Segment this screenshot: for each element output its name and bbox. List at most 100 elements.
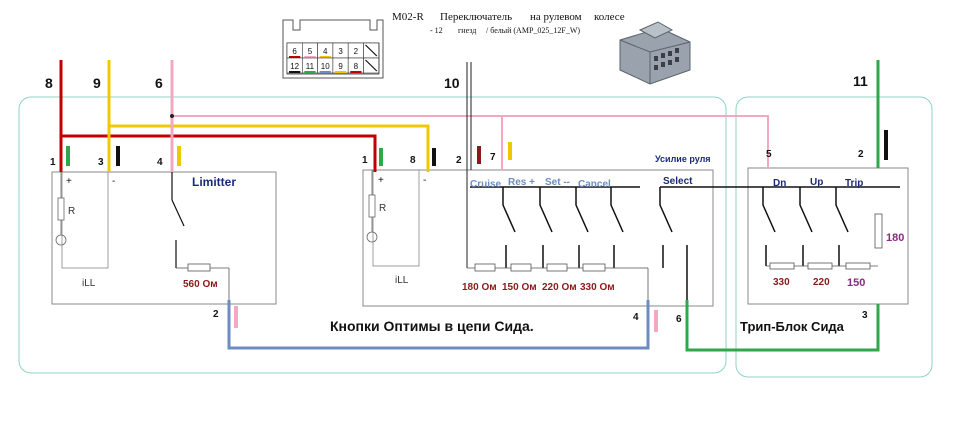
- left-pin-3: 3: [98, 157, 104, 168]
- trip-pin-3: 3: [862, 310, 868, 321]
- left-block: 1 3 4 + - R iLL Limitter 560 Ом 2: [50, 157, 236, 320]
- amp-label: Усилие руля: [655, 154, 711, 164]
- marker-black-3: [116, 146, 120, 166]
- left-switch-box: [51, 171, 277, 305]
- pinmap-top-pin-color: [289, 56, 301, 58]
- switch-set: [575, 187, 589, 233]
- left-res-value: 560 Ом: [183, 279, 218, 290]
- left-resistor: [57, 197, 65, 221]
- pinmap-top-pin-color: [304, 56, 316, 58]
- header-title-3: колесе: [594, 11, 625, 23]
- pinmap-bottom-pin-color: [334, 71, 347, 73]
- pinmap-top-pin-color: [319, 56, 331, 58]
- trip-caption: Трип-Блок Сида: [740, 319, 845, 334]
- left-minus: -: [112, 176, 115, 187]
- btn-cruise-label: Cruise: [470, 179, 502, 190]
- res-330: [582, 263, 606, 272]
- optima-caption: Кнопки Оптимы в цепи Сида.: [330, 318, 534, 334]
- pinmap-bottom-pin-color: [319, 71, 331, 73]
- trip-res-330-label: 330: [773, 277, 790, 288]
- left-pin-1: 1: [50, 157, 56, 168]
- pinmap-top-pin-label: 2: [354, 47, 359, 56]
- mid-pin-8: 8: [410, 155, 416, 166]
- trip-res-180-label: 180: [886, 232, 904, 244]
- trip-frame: [735, 96, 933, 378]
- header-subtitle: - 12: [430, 26, 443, 35]
- wire-8-bus: [61, 134, 377, 172]
- pinmap-bottom-pin-label: 9: [338, 62, 343, 71]
- pinmap-bottom-pin-color: [350, 71, 362, 73]
- mid-resistor-label: R: [379, 203, 386, 214]
- pinmap-top-pin-label: 5: [308, 47, 313, 56]
- pinmap-bottom-pin-label: 8: [354, 62, 359, 71]
- switch-select: [659, 187, 673, 233]
- left-lamp-icon: [55, 234, 67, 246]
- mid-plus: +: [378, 175, 384, 186]
- trip-block: 5 2 Dn Up Trip 330 220 150 180 3 6 Трип-…: [676, 149, 904, 334]
- marker-yellow-mid: [508, 142, 512, 160]
- pinmap-bottom-pin-color: [304, 71, 316, 73]
- res-150-label: 150 Ом: [502, 282, 537, 293]
- left-plus: +: [66, 176, 72, 187]
- trip-res-180: [874, 213, 883, 249]
- mid-ill-label: iLL: [395, 275, 409, 286]
- wire-number-9: 9: [93, 75, 101, 91]
- btn-trip-label: Trip: [845, 178, 863, 189]
- marker-maroon-7: [477, 146, 481, 164]
- wire-number-11: 11: [853, 73, 868, 89]
- header-title-2: на рулевом: [530, 11, 582, 23]
- mid-pin-7: 7: [490, 152, 496, 163]
- wire-6-bus: [172, 115, 769, 168]
- wire-green-loop: [685, 300, 880, 352]
- res-220: [546, 263, 568, 272]
- trip-res-330: [769, 262, 795, 270]
- res-180-label: 180 Ом: [462, 282, 497, 293]
- wire-number-10: 10: [444, 75, 460, 91]
- marker-pink-4: [654, 310, 658, 332]
- marker-black-trip: [884, 130, 888, 160]
- connector-icon: [619, 21, 691, 85]
- middle-ill-box: [372, 169, 420, 267]
- res-180: [474, 263, 496, 272]
- trip-res-220: [807, 262, 833, 270]
- mid-resistor: [368, 194, 376, 218]
- limitter-label: Limitter: [192, 175, 236, 189]
- res-220-label: 220 Ом: [542, 282, 577, 293]
- left-resistor-label: R: [68, 206, 75, 217]
- switch-res: [539, 187, 553, 233]
- wire-blue-loop: [227, 300, 650, 350]
- left-ill-label: iLL: [82, 278, 96, 289]
- marker-green-1: [66, 146, 70, 166]
- header-subtitle-3: / белый (AMP_025_12F_W): [486, 26, 580, 35]
- left-pin-2: 2: [213, 309, 219, 320]
- switch-cruise: [502, 187, 516, 233]
- switch-up: [799, 187, 813, 233]
- mid-pin-4: 4: [633, 312, 639, 323]
- pinmap-top-pin-label: 6: [292, 47, 297, 56]
- trip-switch-box: [747, 167, 909, 305]
- wire-9-bus: [109, 124, 430, 172]
- wire-number-6: 6: [155, 75, 163, 91]
- marker-black-mid-8: [432, 148, 436, 166]
- mid-pin-2: 2: [456, 155, 462, 166]
- switch-dn: [762, 187, 776, 233]
- header: M02-R Переключатель на рулевом колесе - …: [392, 11, 625, 35]
- res-330-label: 330 Ом: [580, 282, 615, 293]
- pinmap-bottom-pin-label: 12: [290, 62, 299, 71]
- trip-res-220-label: 220: [813, 277, 830, 288]
- mid-pin-1: 1: [362, 155, 368, 166]
- marker-green-mid-1: [379, 148, 383, 166]
- btn-select-label: Select: [663, 176, 693, 187]
- res-150: [510, 263, 532, 272]
- trip-res-150: [845, 262, 871, 270]
- switch-trip: [835, 187, 849, 233]
- left-pin-4: 4: [157, 157, 163, 168]
- btn-up-label: Up: [810, 177, 823, 188]
- pinmap-bottom-pin-label: 10: [321, 62, 330, 71]
- left-res-560: [187, 263, 211, 272]
- pinmap-bottom-pin-color: [289, 71, 301, 73]
- marker-yellow-4: [177, 146, 181, 166]
- middle-switch-box: [362, 169, 714, 307]
